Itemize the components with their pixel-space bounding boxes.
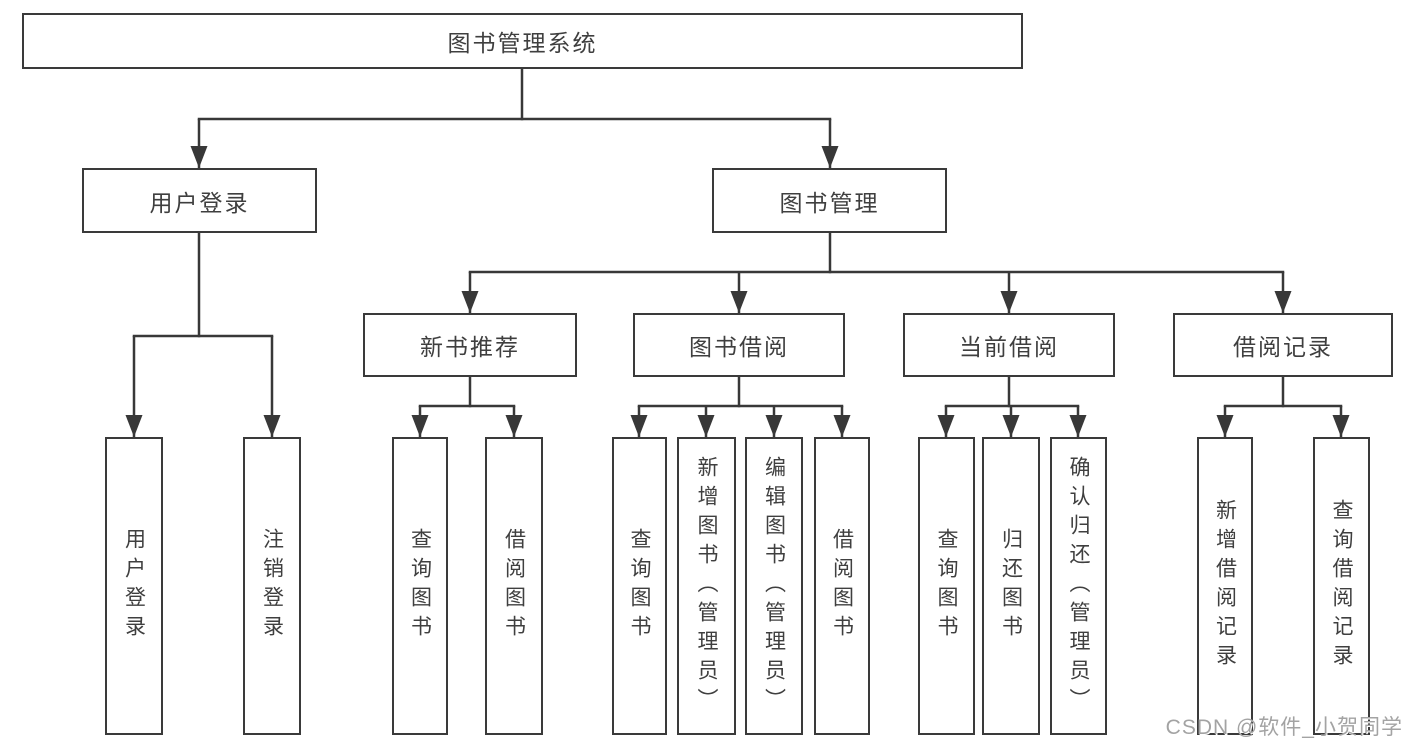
leaf-label: 归还图书 [999,528,1023,644]
connector-book-management-to-level3 [461,228,1292,313]
leaf-label: 新增借阅记录 [1213,499,1237,673]
leaf-label: 查询借阅记录 [1330,499,1353,673]
node-leaf-br-add-record: 新增借阅记录 [1197,437,1253,735]
leaf-label: 查询图书 [628,528,651,644]
connector-current-borrow-to-leaves [937,372,1087,437]
connector-user-login-to-leaves [125,228,281,437]
node-leaf-cb-query-books: 查询图书 [918,437,975,735]
leaf-label: 查询图书 [935,528,958,644]
node-book-borrow: 图书借阅 [633,313,845,377]
connector-book-borrow-to-leaves [630,372,851,437]
node-book-management-label: 图书管理 [779,189,880,216]
node-leaf-bb-borrow-books: 借阅图书 [814,437,870,735]
node-book-borrow-label: 图书借阅 [689,334,789,360]
node-leaf-logout: 注销登录 [243,437,301,735]
node-user-login: 用户登录 [82,168,317,233]
node-leaf-cb-confirm-return-admin: 确认归还（管理员） [1050,437,1107,735]
connector-root-to-level2 [190,64,839,168]
leaf-label: 借阅图书 [830,528,854,644]
node-root: 图书管理系统 [22,13,1023,69]
node-leaf-nbr-query-books: 查询图书 [392,437,448,735]
node-new-book-recommend: 新书推荐 [363,313,577,377]
node-book-management: 图书管理 [712,168,947,233]
leaf-label: 查询图书 [408,528,432,644]
node-root-label: 图书管理系统 [447,30,598,56]
node-leaf-br-query-record: 查询借阅记录 [1313,437,1370,735]
node-leaf-bb-query-books: 查询图书 [612,437,667,735]
leaf-label: 新增图书（管理员） [695,455,718,717]
watermark: CSDN @软件_小贺同学 [1165,716,1403,739]
node-leaf-nbr-borrow-books: 借阅图书 [485,437,543,735]
node-current-borrow: 当前借阅 [903,313,1115,377]
node-leaf-bb-edit-books-admin: 编辑图书（管理员） [745,437,803,735]
leaf-label: 注销登录 [260,528,284,644]
node-borrow-record-label: 借阅记录 [1233,334,1333,360]
leaf-label: 用户登录 [122,528,146,644]
node-new-book-recommend-label: 新书推荐 [420,334,520,360]
node-user-login-label: 用户登录 [149,189,250,216]
connector-borrow-record-to-leaves [1216,372,1350,437]
node-leaf-user-login: 用户登录 [105,437,163,735]
node-current-borrow-label: 当前借阅 [959,334,1059,360]
node-borrow-record: 借阅记录 [1173,313,1393,377]
leaf-label: 编辑图书（管理员） [762,455,786,717]
node-leaf-cb-return-books: 归还图书 [982,437,1040,735]
leaf-label: 确认归还（管理员） [1067,455,1090,717]
connector-new-book-recommend-to-leaves [411,372,523,437]
leaf-label: 借阅图书 [502,528,526,644]
node-leaf-bb-add-books-admin: 新增图书（管理员） [677,437,736,735]
